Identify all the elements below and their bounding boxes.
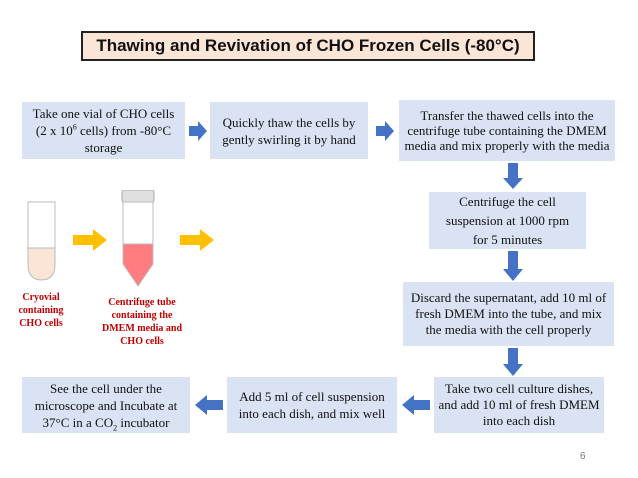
arrow-yellow-2-icon <box>180 229 214 251</box>
step-add-suspension: Add 5 ml of cell suspension into each di… <box>227 377 397 433</box>
arrow-yellow-1-icon <box>73 229 107 251</box>
arrow-down-3-icon <box>503 348 523 376</box>
cryovial-icon <box>27 201 56 281</box>
step-incubate: See the cell under the microscope and In… <box>22 377 190 433</box>
step-incubate-text-b: incubator <box>117 414 170 430</box>
step-discard-supernatant: Discard the supernatant, add 10 ml of fr… <box>403 282 614 346</box>
cryovial-label: Cryovial containing CHO cells <box>18 292 64 329</box>
step-culture-dishes: Take two cell culture dishes, and add 10… <box>434 377 604 433</box>
centrifuge-tube-label: Centrifuge tube containing the DMEM medi… <box>102 297 182 347</box>
step-incubate-text-a: See the cell under the microscope and In… <box>34 380 178 430</box>
step-take-vial-text-a: Take one vial of CHO cells (2 x 10 <box>32 106 175 138</box>
arrow-left-1-icon <box>402 395 430 415</box>
step-transfer: Transfer the thawed cells into the centr… <box>399 100 615 161</box>
arrow-down-2-icon <box>503 251 523 281</box>
centrifuge-tube-icon <box>121 190 155 287</box>
arrow-right-1-icon <box>189 121 207 141</box>
arrow-right-2-icon <box>376 121 394 141</box>
arrow-left-2-icon <box>195 395 223 415</box>
step-take-vial-text-b: cells) from -80°C storage <box>76 123 172 155</box>
step-centrifuge: Centrifuge the cell suspension at 1000 r… <box>429 192 586 249</box>
page-number: 6 <box>580 451 586 462</box>
step-thaw: Quickly thaw the cells by gently swirlin… <box>210 102 368 159</box>
step-incubate-subscript: 2 <box>113 423 118 433</box>
step-take-vial-exponent: 6 <box>72 122 77 132</box>
diagram-title: Thawing and Revivation of CHO Frozen Cel… <box>81 31 535 61</box>
arrow-down-1-icon <box>503 163 523 189</box>
step-take-vial: Take one vial of CHO cells (2 x 106 cell… <box>22 102 185 159</box>
